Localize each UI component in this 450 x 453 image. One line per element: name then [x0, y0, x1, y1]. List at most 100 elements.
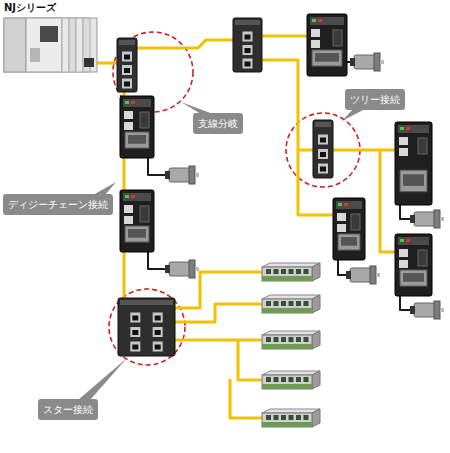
io-terminal — [274, 415, 279, 420]
port — [318, 149, 328, 159]
servo-drive — [395, 122, 432, 205]
motor-flange — [434, 301, 440, 319]
highlight-circle — [109, 289, 185, 365]
io-terminal — [266, 269, 271, 274]
io-unit — [262, 263, 320, 281]
port — [243, 32, 253, 42]
motor-flange — [189, 166, 195, 184]
io-terminal — [266, 301, 271, 306]
port — [122, 52, 132, 62]
callout-text: スター接続 — [43, 403, 93, 416]
motor-flange — [374, 53, 380, 71]
drive-connector — [312, 50, 342, 66]
drive-top — [123, 99, 151, 107]
io-unit — [262, 371, 320, 389]
motor-cable — [400, 205, 410, 219]
io-strip — [262, 384, 312, 389]
io-terminal — [281, 377, 286, 382]
io-top — [262, 409, 320, 413]
port — [153, 327, 163, 337]
drive-connector — [400, 170, 427, 192]
motor-cable — [148, 252, 165, 269]
io-terminal — [296, 301, 301, 306]
drive-top — [310, 17, 344, 25]
io-side — [312, 409, 320, 427]
drive-connector — [125, 132, 149, 148]
junction-body — [233, 18, 262, 72]
io-top — [262, 263, 320, 267]
io-terminal — [266, 415, 271, 420]
drive-switch — [140, 206, 149, 222]
drive-connector-slot — [128, 229, 146, 238]
port — [153, 342, 163, 352]
drive-switch — [333, 30, 342, 46]
port — [399, 260, 408, 268]
io-terminal — [304, 337, 309, 342]
cpu-slot — [30, 48, 40, 62]
servo-motor — [165, 166, 199, 184]
io-unit — [262, 409, 320, 427]
junction-body — [117, 38, 137, 92]
port — [130, 342, 140, 352]
io-side — [312, 371, 320, 389]
io-strip — [262, 344, 312, 349]
port-hole — [132, 345, 138, 350]
drive-led — [125, 101, 129, 104]
io-terminal — [296, 415, 301, 420]
callout-box: 支線分岐 — [193, 113, 243, 134]
port — [243, 59, 253, 69]
port — [399, 137, 408, 145]
drive-top — [123, 193, 151, 201]
port-hole — [245, 48, 251, 53]
ethercat-cable — [230, 380, 262, 418]
servo-motor — [410, 301, 444, 319]
io-side — [312, 331, 320, 349]
motor-cable — [148, 158, 165, 175]
motor-body — [169, 262, 191, 276]
io-unit — [262, 295, 320, 313]
io-top — [262, 295, 320, 299]
drive-top — [398, 237, 429, 245]
drive-connector-slot — [403, 174, 424, 186]
io-terminal — [296, 269, 301, 274]
callout-text: ディジーチェーン接続 — [8, 198, 108, 211]
ethercat-cable — [238, 340, 262, 380]
drive-led — [400, 239, 404, 242]
port — [399, 249, 408, 257]
port-hole — [245, 62, 251, 67]
callout-tail — [78, 358, 127, 400]
port — [122, 79, 132, 89]
port-hole — [132, 316, 138, 321]
drive-led — [400, 127, 404, 130]
io-top — [262, 371, 320, 375]
port-hole — [124, 55, 130, 60]
io-terminal — [304, 269, 309, 274]
io-module — [62, 18, 69, 72]
io-terminal — [281, 269, 286, 274]
servo-drive — [120, 96, 154, 158]
drive-connector — [125, 226, 149, 242]
port — [124, 205, 133, 213]
drive-body — [307, 14, 347, 76]
port — [124, 111, 133, 119]
ethercat-cable — [262, 60, 333, 215]
motor-cable — [338, 260, 346, 275]
io-terminal — [289, 301, 294, 306]
servo-motor — [350, 53, 384, 71]
io-terminal — [304, 301, 309, 306]
io-front — [262, 267, 312, 281]
drive-top — [336, 201, 362, 209]
io-terminal — [274, 377, 279, 382]
io-strip — [262, 308, 312, 313]
port-hole — [155, 316, 161, 321]
io-terminal — [304, 415, 309, 420]
devices — [4, 14, 444, 427]
io-front — [262, 375, 312, 389]
motor-cap — [350, 58, 355, 66]
io-module — [69, 18, 76, 72]
drive-led — [338, 203, 342, 206]
drive-connector-slot — [128, 135, 146, 144]
ethercat-cable — [137, 40, 233, 48]
motor-shaft — [380, 60, 384, 64]
motor-cap — [346, 271, 351, 279]
